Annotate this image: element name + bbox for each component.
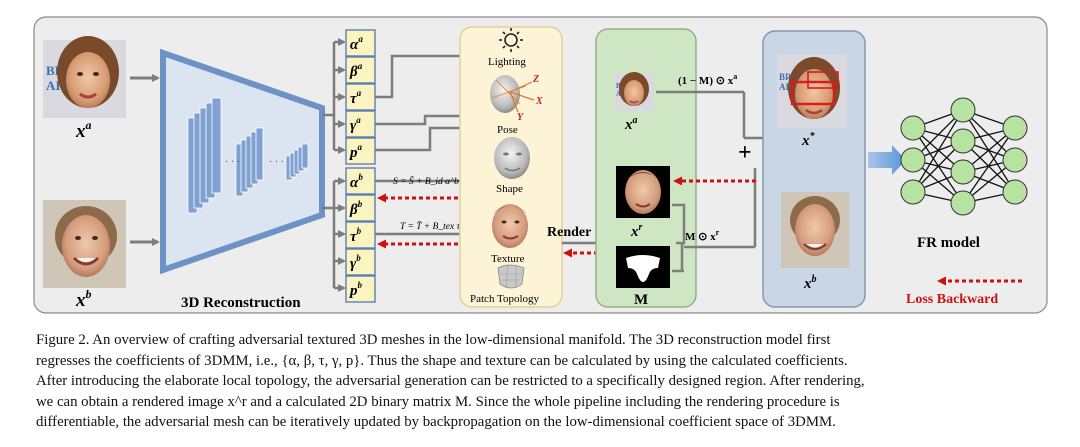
coeff-cell [345,29,376,57]
coeff-cell [345,83,376,111]
fr-model-node [900,147,926,173]
shape-label: Shape [496,183,523,195]
target-face-b-label: xb [803,274,817,292]
rendered-face-label: xr [630,222,643,240]
masked-render-label: M ⊙ xr [685,228,720,243]
composition-connectors [656,90,777,273]
caption-line: differentiable, the adversarial mesh can… [36,414,836,431]
pose-head-icon [490,75,535,113]
plus-sign: + [738,140,752,166]
fr-model-node [1002,115,1028,141]
rendered-face [616,166,670,218]
coefficients-a: αa βa τa γa pa [345,29,376,165]
texture-label: Texture [491,253,525,265]
coeff-cell [345,221,376,249]
fr-model-edge [962,127,1016,204]
svg-text:BR: BR [779,72,792,82]
coefficients-b: αb βb τb γb pb [345,167,376,303]
coeff-cell [345,194,376,222]
mask-label: M [634,292,648,308]
pose-label: Pose [497,124,518,136]
coeff-symbol: γa [350,115,361,134]
caption-line: After introducing the elaborate local to… [36,373,865,390]
fr-model-node [950,128,976,154]
coeff-symbol: βb [349,199,363,218]
coeff-symbol: pa [348,142,363,161]
coeff-symbol: βa [349,61,363,80]
fr-model-edge [912,109,964,193]
coeff-cell [345,275,376,303]
reconstruction-network: · · · · · · [160,48,325,275]
adversarial-face: BR AI [777,54,847,128]
shape-equation: S = S̄ + B_id α^b + B_exp β^b [393,175,510,187]
coeff-cell [345,110,376,138]
texture-equation: T = T̄ + B_tex τ^b [400,221,469,232]
reconstruction-label: 3D Reconstruction [181,295,301,311]
coeff-symbol: pb [348,280,363,299]
fr-model-node [1002,179,1028,205]
caption-line: Figure 2. An overview of crafting advers… [36,332,831,348]
fr-model-node [1002,147,1028,173]
binary-mask [616,246,670,288]
patch-topology-icon [497,264,525,289]
patch-topology-label: Patch Topology [470,293,539,305]
svg-text:AI: AI [46,78,60,93]
loss-backward-label: Loss Backward [906,292,998,307]
coeff-symbol: αb [350,172,363,191]
coeff-symbol: τb [350,226,362,245]
input-face-a: BR AI [43,36,126,118]
fr-model-node [950,190,976,216]
network-to-coeff-connectors [322,38,346,292]
shape-mesh-icon [494,137,530,179]
coeff-cell [345,248,376,276]
caption-line: we can obtain a rendered image x^r and a… [36,393,840,410]
method-overview-figure: BR AI xa xb [33,16,1048,314]
target-face-a: BR AI [614,72,654,111]
input-label-a: xa [75,118,92,142]
coeff-symbol: γb [350,253,361,272]
render-label: Render [547,225,591,240]
input-label-b: xb [75,287,92,311]
axis-x-label: X [535,96,543,107]
adversarial-face-label: x* [801,131,816,149]
axis-y-label: Y [517,112,524,123]
fr-model-node [900,115,926,141]
svg-text:· · ·: · · · [269,157,284,168]
svg-text:AI: AI [779,82,789,92]
texture-face-icon [492,204,528,248]
masked-input-label: (1 − M) ⊙ xa [678,72,737,87]
fr-model-node [950,97,976,123]
fr-model-node [900,179,926,205]
sun-icon [499,28,523,52]
to-fr-model-arrow [868,145,906,175]
axis-z-label: Z [532,74,539,85]
figure-caption: Figure 2. An overview of crafting advers… [36,330,1046,433]
target-face-a-label: xa [624,115,638,133]
fr-model-network [900,97,1028,216]
fr-model-node [950,159,976,185]
coeff-cell [345,56,376,84]
caption-line: regresses the coefficients of 3DMM, i.e.… [36,352,848,369]
coeff-symbol: τa [350,88,362,107]
svg-text:· · ·: · · · [225,157,240,168]
lighting-label: Lighting [488,56,526,68]
fr-model-label: FR model [917,235,980,251]
input-face-b [43,200,126,288]
coeff-cell [345,137,376,165]
target-face-b [781,192,849,268]
coeff-symbol: αa [350,34,363,53]
